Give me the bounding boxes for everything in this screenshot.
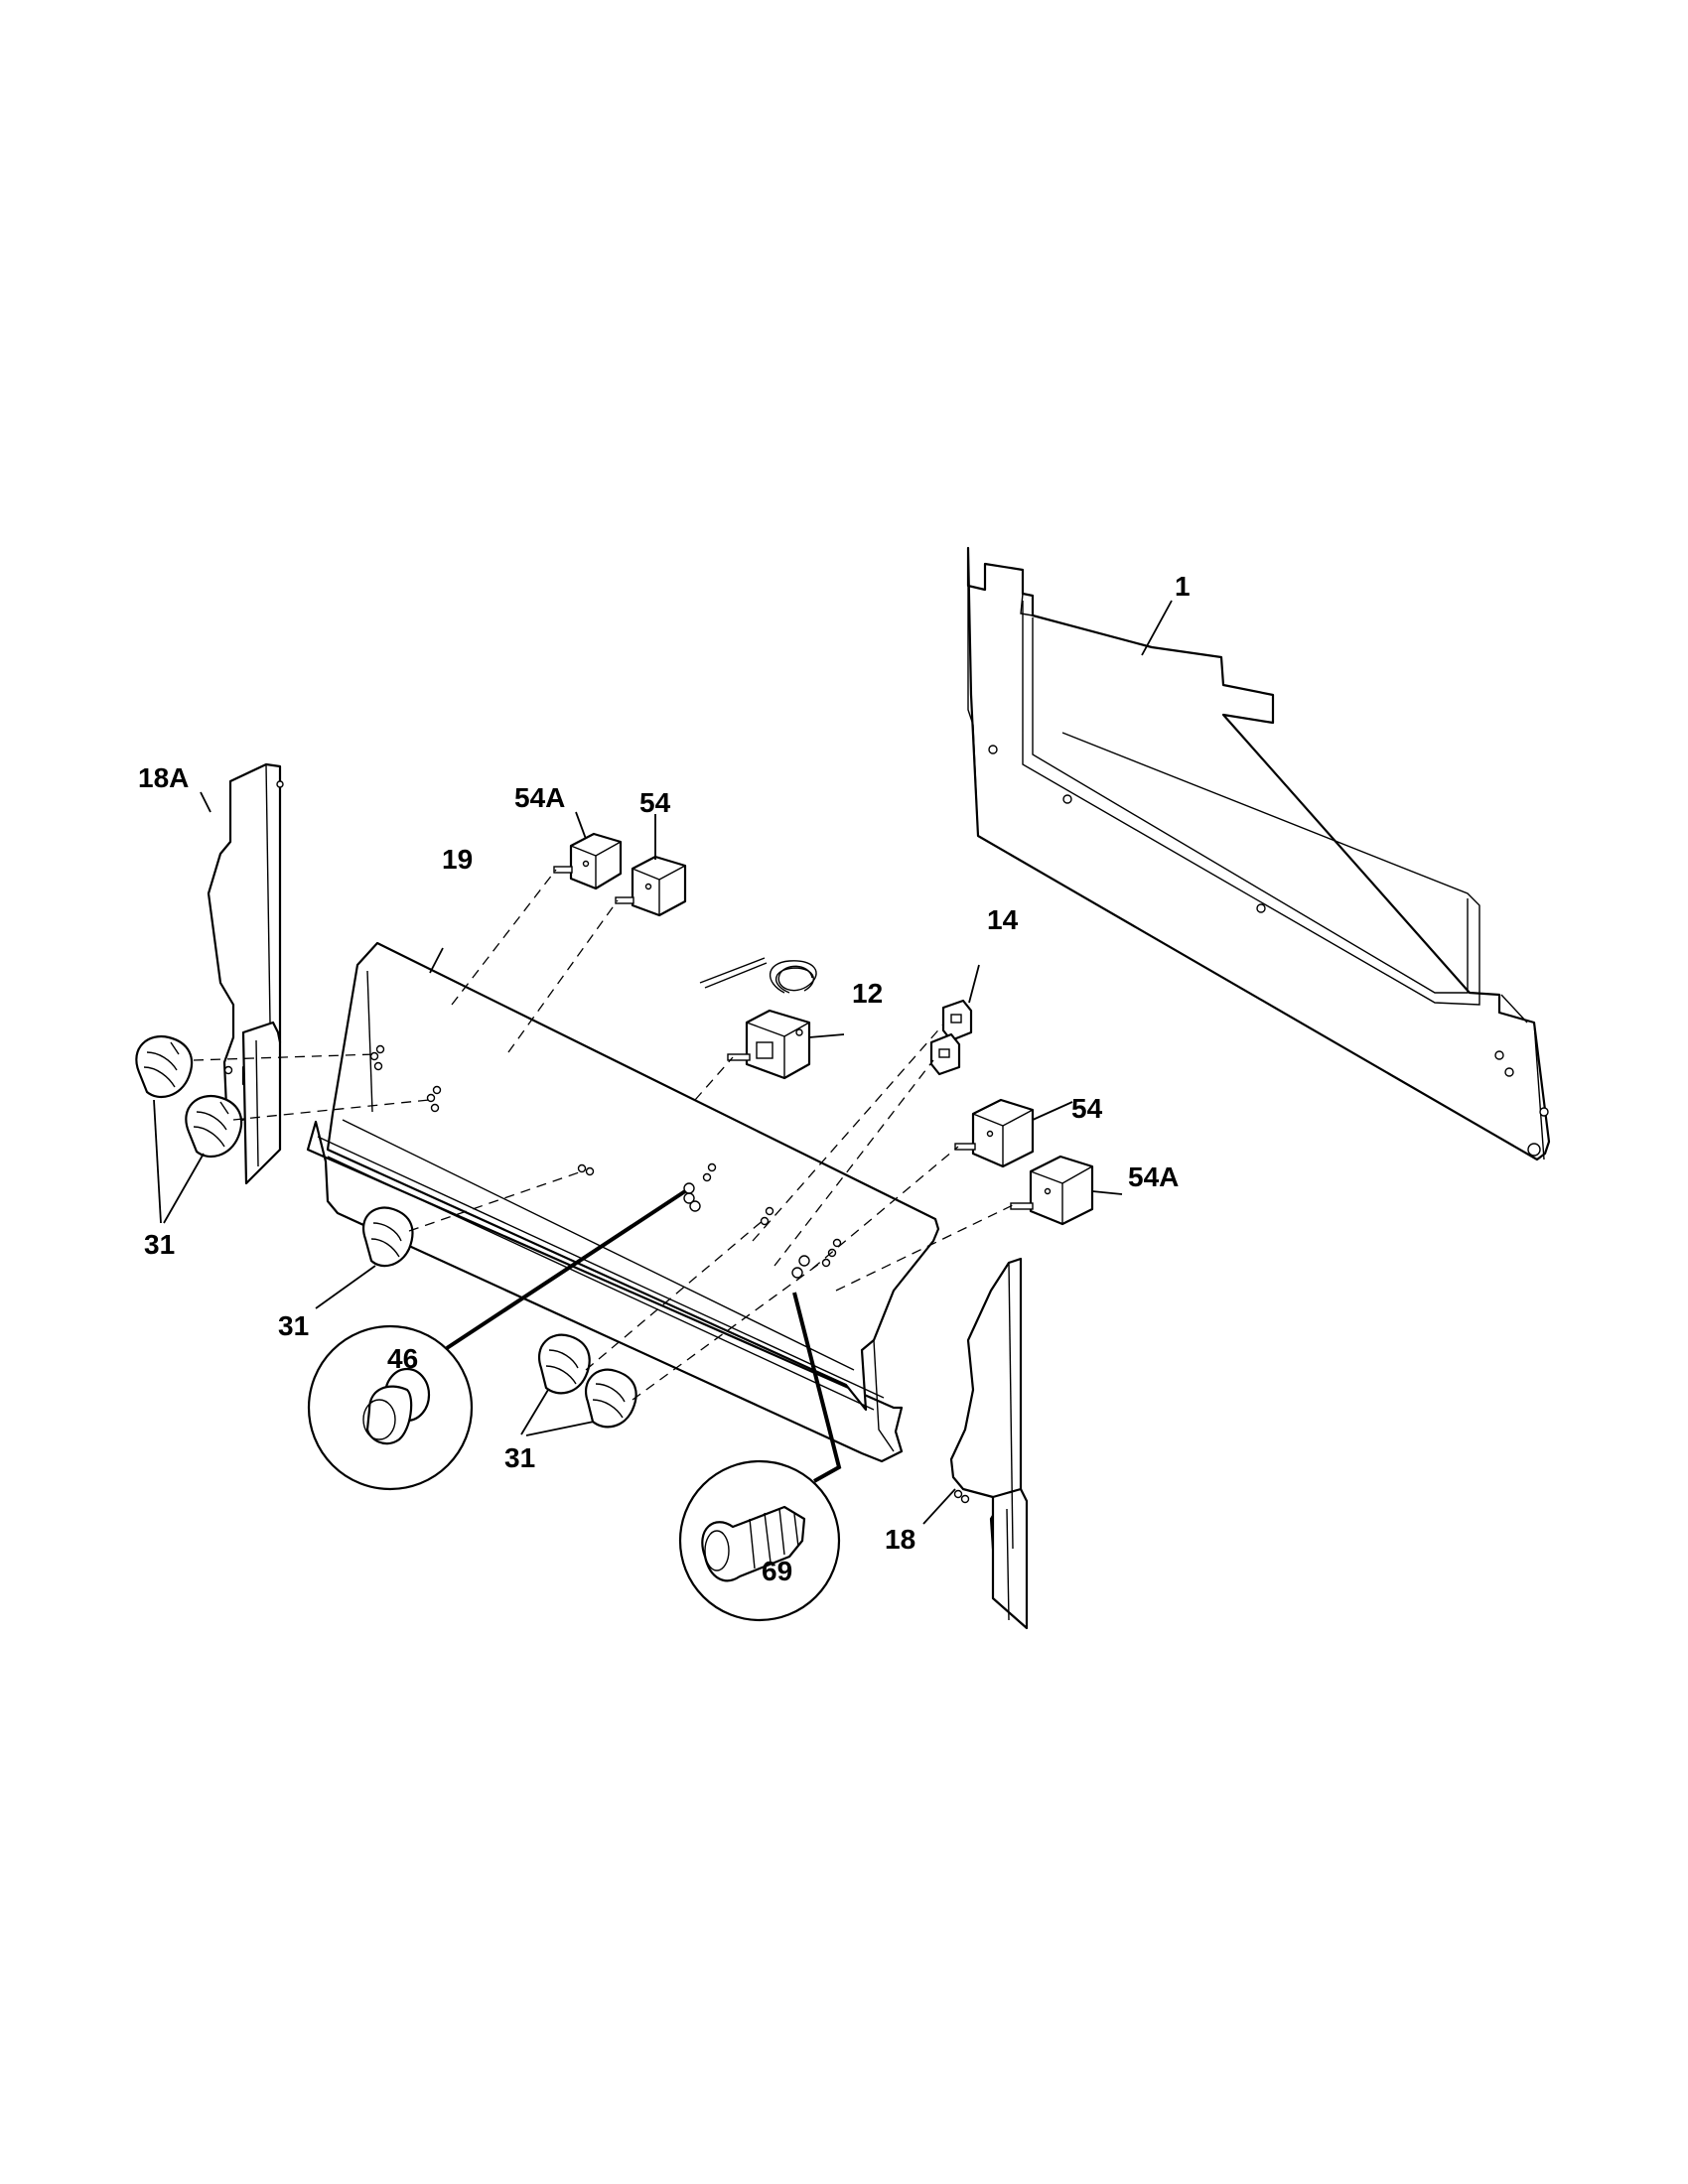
part-18A-left-end-cap	[207, 762, 284, 1185]
part-54A-top-switch	[553, 832, 623, 890]
part-19-control-panel	[306, 941, 940, 1463]
callout-31-left: 31	[144, 1229, 175, 1260]
callout-14: 14	[987, 904, 1019, 935]
assembly-lines	[193, 869, 1014, 1401]
part-14-indicator-light	[929, 999, 973, 1076]
callout-19: 19	[442, 844, 473, 875]
callout-18A: 18A	[138, 762, 189, 793]
part-54A-right-switch	[1010, 1155, 1094, 1226]
callout-54A-top: 54A	[514, 782, 565, 813]
part-31-knob-bottom-right	[585, 1368, 637, 1429]
part-54-right-switch	[954, 1098, 1035, 1168]
part-69-detail-circle	[678, 1459, 841, 1622]
part-1-rear-panel	[966, 546, 1551, 1161]
callout-1: 1	[1175, 571, 1191, 602]
part-31-knob-left-lower	[185, 1094, 243, 1159]
callout-31-bottom: 31	[504, 1442, 535, 1473]
part-31-knob-left-upper	[135, 1034, 194, 1099]
callout-54A-right: 54A	[1128, 1161, 1179, 1192]
callout-69: 69	[762, 1556, 792, 1586]
callout-54-right: 54	[1071, 1093, 1103, 1124]
callout-18: 18	[885, 1524, 915, 1555]
callout-54-top: 54	[639, 787, 671, 818]
part-54-top-switch	[615, 855, 687, 917]
callout-31-center: 31	[278, 1310, 309, 1341]
callout-labels: 1 18A 54A 54 19 14 12 54 54A 31 31 46 31…	[138, 571, 1191, 1586]
part-18-right-end-cap	[949, 1257, 1029, 1630]
part-31-knob-center	[362, 1206, 414, 1268]
callout-46: 46	[387, 1343, 418, 1374]
callout-12: 12	[852, 978, 883, 1009]
part-46-detail-circle	[307, 1324, 474, 1491]
part-12-thermostat	[699, 957, 817, 1080]
part-31-knob-bottom-left	[538, 1333, 591, 1395]
